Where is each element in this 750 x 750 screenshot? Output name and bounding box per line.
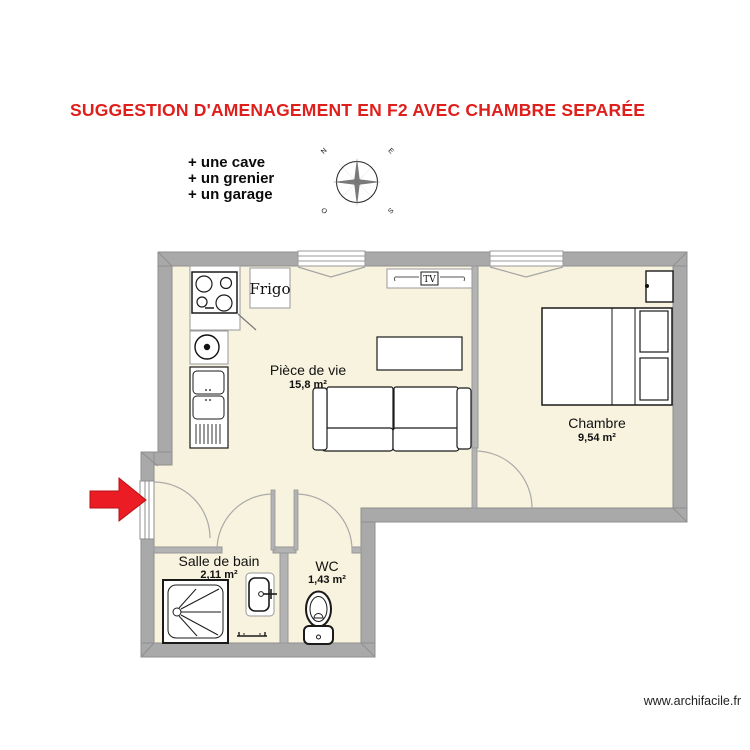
note-garage: + un garage: [188, 186, 273, 203]
fridge: Frigo: [249, 267, 291, 309]
pillow: [639, 357, 669, 401]
bedroom-name: Chambre: [568, 415, 626, 431]
washbasin: [245, 572, 277, 617]
tv-stand: TV: [386, 268, 473, 289]
compass-south-label: S: [387, 207, 395, 215]
page-title: SUGGESTION D'AMENAGEMENT EN F2 AVEC CHAM…: [70, 100, 646, 120]
compass-west-label: O: [319, 207, 328, 216]
wall-top: [157, 251, 688, 267]
compass-north-label: N: [320, 147, 329, 156]
wall-miters: [140, 251, 688, 658]
toilet: [303, 590, 334, 645]
coffee-table: [376, 336, 463, 371]
bathroom-area: 2,11 m²: [200, 569, 238, 581]
wall-left-below-door: [140, 538, 155, 644]
living-room-area: 15,8 m²: [289, 379, 327, 391]
entrance-arrow-icon: [89, 476, 147, 523]
wc-name: WC: [315, 558, 338, 574]
bathroom-door: [216, 489, 276, 551]
entrance-door: [139, 480, 211, 540]
tv-label: TV: [423, 275, 436, 285]
note-cave: + une cave: [188, 154, 266, 171]
shower: [162, 579, 229, 644]
bathroom-name: Salle de bain: [179, 553, 260, 569]
sofa: [312, 386, 472, 452]
wall-bottom-main: [360, 507, 688, 523]
nightstand: [645, 270, 674, 303]
wall-bottom-left-block: [140, 642, 376, 658]
wall-hall-right-stub: [351, 546, 362, 554]
room-labels: Pièce de vie 15,8 m² Chambre 9,54 m² Sal…: [179, 362, 626, 586]
bedroom-area: 9,54 m²: [578, 432, 616, 444]
wc-door-gap: [296, 547, 352, 553]
bedroom-door: [471, 447, 533, 509]
pillow: [639, 310, 669, 353]
compass-rose-icon: N E O S: [319, 147, 395, 216]
bath-door-gap: [222, 547, 273, 553]
window-living: [297, 250, 366, 278]
wall-left-above-door: [140, 451, 155, 482]
annex-notes: + une cave + un grenier + un garage: [188, 155, 274, 203]
stove: [191, 271, 238, 314]
wall-hall-between-doors: [272, 546, 297, 554]
kitchen-sink-unit: [189, 366, 229, 449]
compass-east-label: E: [387, 147, 395, 155]
wall-living-bedroom: [471, 265, 479, 449]
wall-wc-right: [360, 521, 376, 644]
living-room-name: Pièce de vie: [270, 362, 346, 378]
website-credit: www.archifacile.fr: [643, 694, 741, 708]
walls: [140, 251, 688, 658]
fridge-label: Frigo: [249, 280, 290, 298]
note-grenier: + un grenier: [188, 170, 275, 187]
towel-rail: [237, 632, 267, 637]
wall-right: [672, 265, 688, 509]
round-sink: [189, 330, 229, 365]
double-bed: [541, 307, 673, 406]
wc-area: 1,43 m²: [308, 574, 346, 586]
wc-door: [293, 489, 353, 551]
wall-hall-bath-left: [153, 546, 223, 554]
wall-bath-wc: [279, 552, 289, 644]
window-bedroom: [489, 250, 564, 278]
wall-left-upper: [157, 265, 173, 461]
